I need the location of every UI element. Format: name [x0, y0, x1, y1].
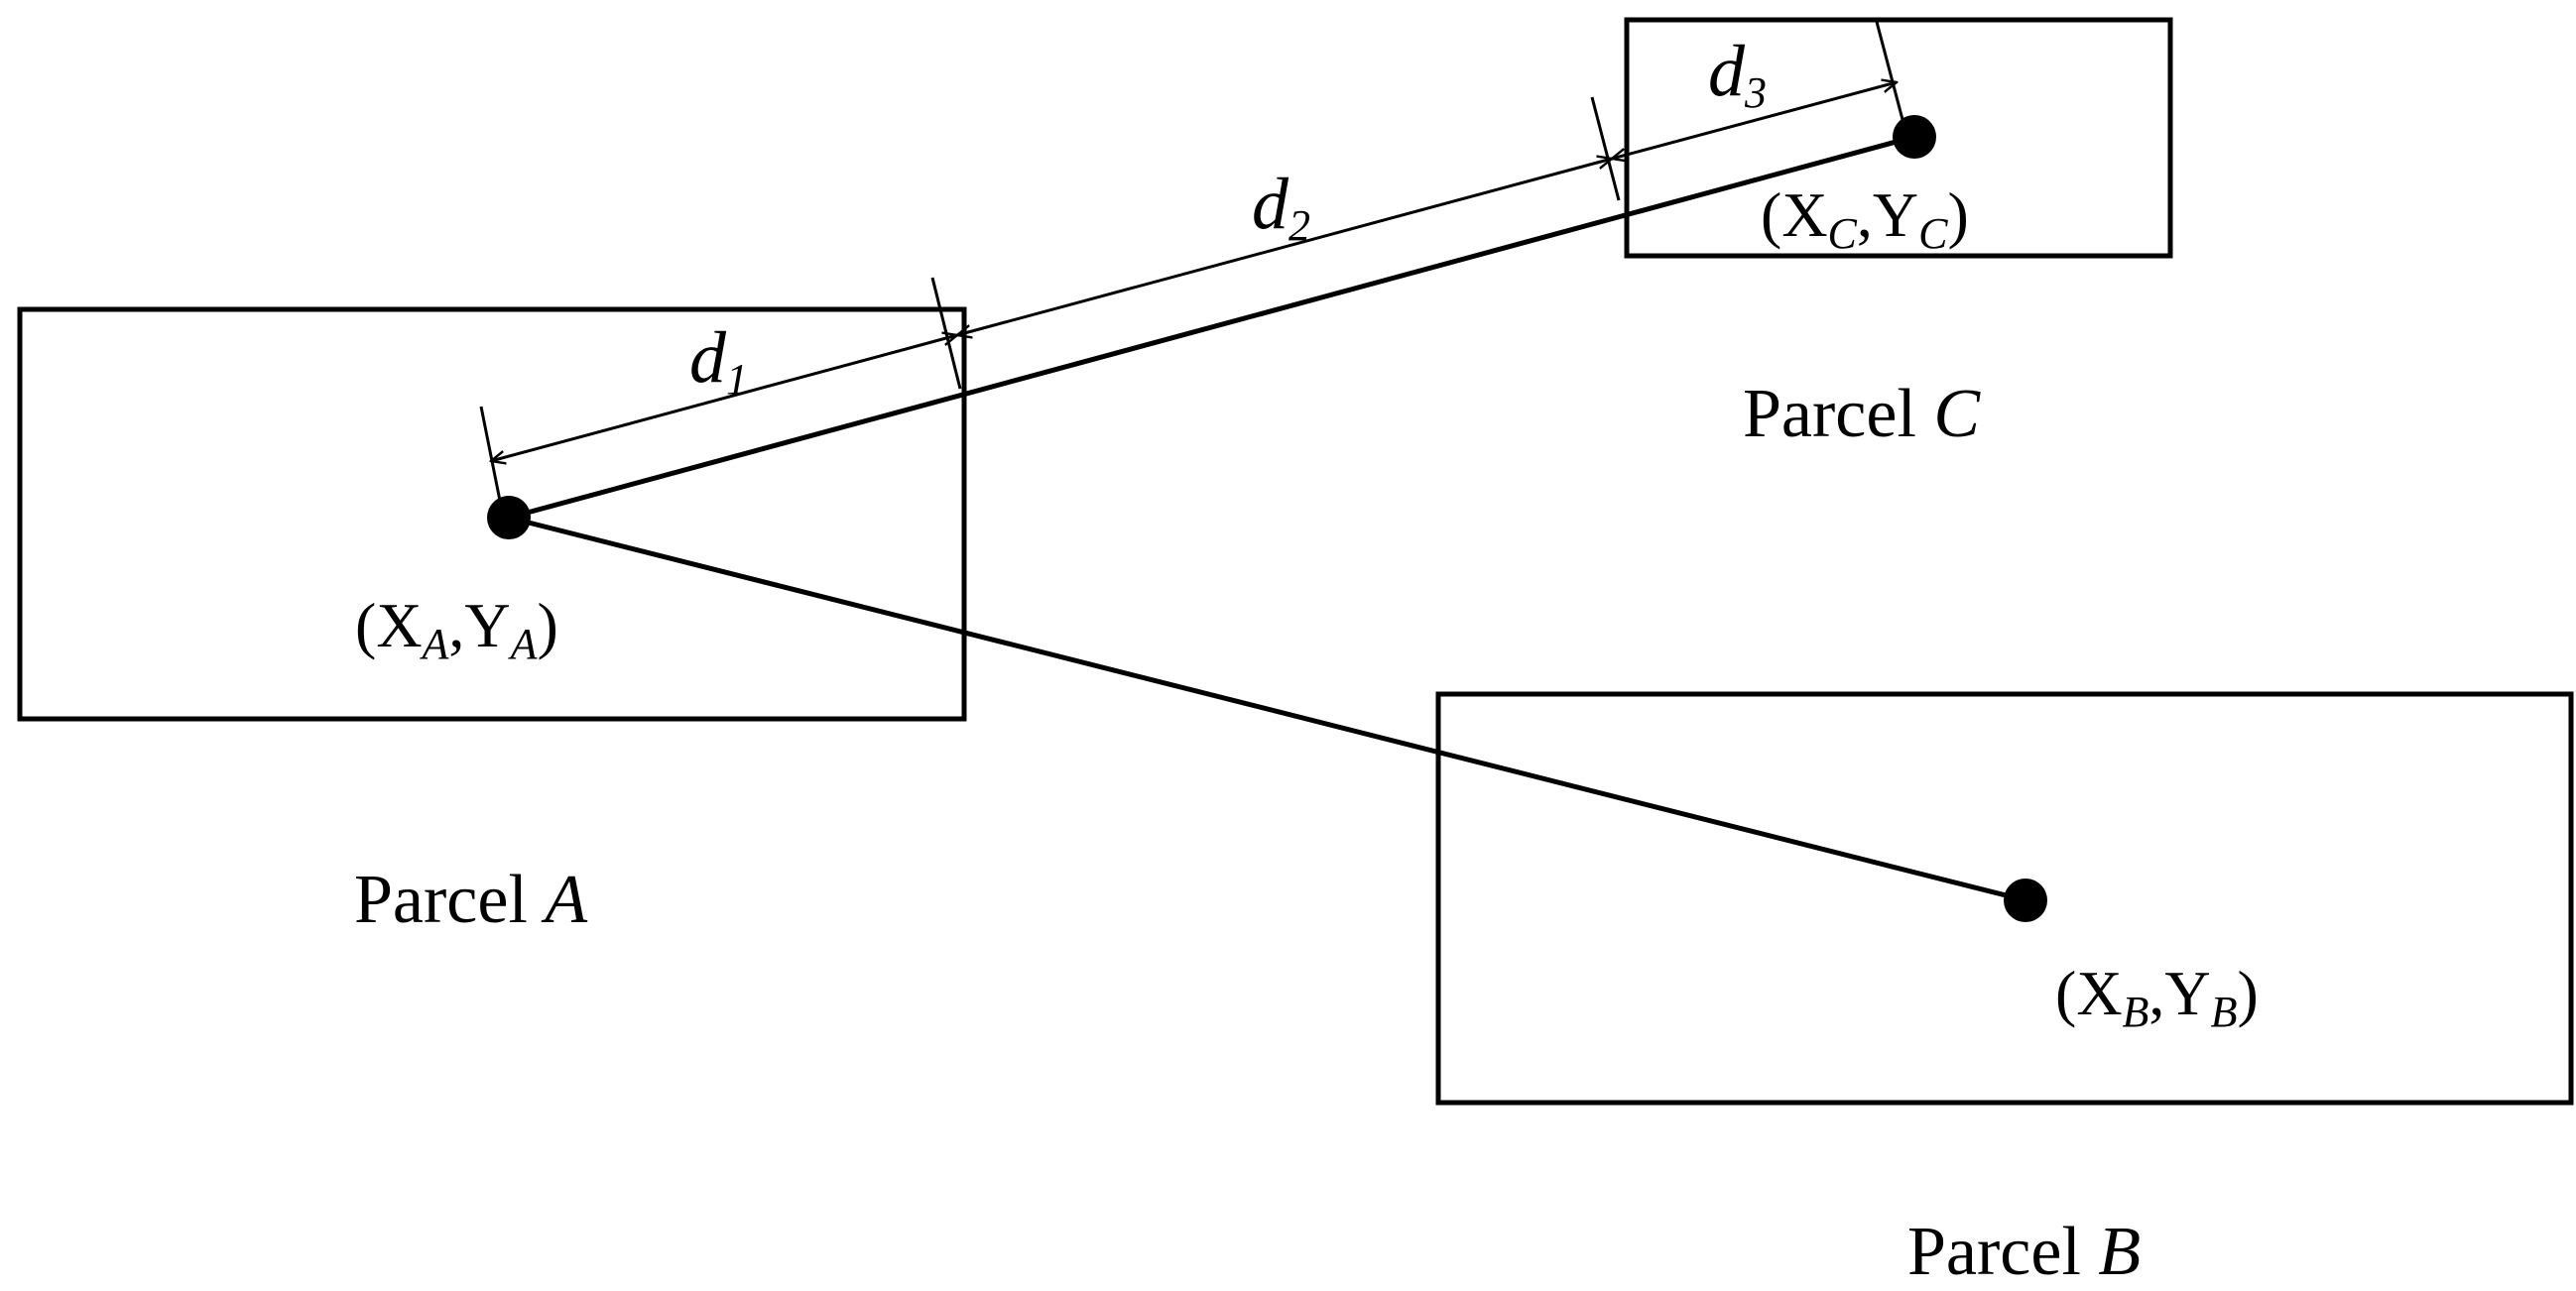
parcel-label-a: Parcel A — [354, 862, 587, 938]
dim-line-d2 — [957, 159, 1612, 335]
line-a-to-b — [508, 515, 2026, 903]
point-b — [2004, 879, 2047, 922]
tick-boundary-c — [1590, 96, 1621, 201]
parcel-label-b: Parcel B — [1907, 1214, 2141, 1290]
coord-label-c: (XC,YC) — [1761, 179, 1969, 258]
dim-line-d3 — [1612, 82, 1897, 159]
point-c — [1893, 115, 1936, 159]
tick-boundary-a — [930, 277, 962, 390]
tick-end-d3 — [1875, 21, 1906, 128]
coord-label-b: (XB,YB) — [2055, 958, 2259, 1036]
tick-start-d1 — [479, 406, 503, 507]
coord-label-a: (XA,YA) — [355, 590, 558, 668]
label-d2: d2 — [1252, 164, 1310, 250]
label-d1: d1 — [689, 317, 748, 404]
label-d3: d3 — [1708, 31, 1767, 117]
point-a — [487, 496, 531, 539]
parcel-label-c: Parcel C — [1743, 376, 1981, 452]
parcel-b-boundary — [1435, 691, 2574, 1106]
parcel-a-boundary — [17, 306, 967, 722]
dim-line-d1 — [491, 335, 957, 461]
